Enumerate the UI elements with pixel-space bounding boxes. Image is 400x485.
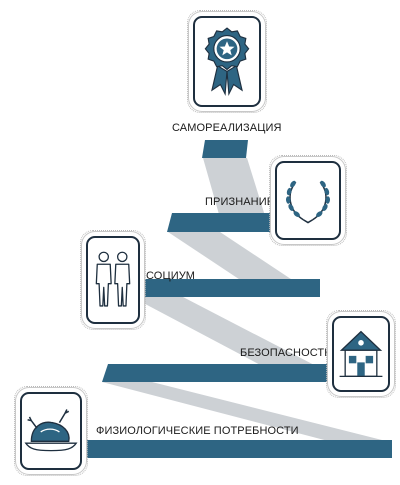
- step-bar-3: [132, 279, 320, 297]
- people-pair-icon: [95, 251, 131, 307]
- level-label-self-actualization: САМОРЕАЛИЗАЦИЯ: [172, 122, 282, 134]
- level-label-recognition: ПРИЗНАНИЕ: [205, 196, 275, 208]
- house-icon: [339, 330, 383, 377]
- connector-band-3: [132, 297, 320, 368]
- step-bar-5: [70, 440, 392, 458]
- roast-chicken-icon: [24, 409, 78, 452]
- safety-icon-box: [326, 310, 396, 398]
- level-label-physiological-needs: ФИЗИОЛОГИЧЕСКИЕ ПОТРЕБНОСТИ: [96, 425, 299, 437]
- recognition-icon-box: [269, 155, 347, 246]
- rosette-badge-icon: [204, 27, 250, 97]
- laurel-wreath-icon: [286, 180, 330, 224]
- step-bar-1: [202, 140, 248, 158]
- physiological-icon-box: [14, 386, 88, 476]
- level-label-society: СОЦИУМ: [146, 270, 196, 282]
- level-label-safety: БЕЗОПАСНОСТЬ: [240, 347, 332, 359]
- connector-band-4: [102, 382, 390, 442]
- self-actualization-icon-box: [187, 10, 267, 113]
- society-icon-box: [80, 230, 146, 330]
- step-bar-2: [167, 213, 284, 232]
- step-bar-4: [102, 364, 336, 382]
